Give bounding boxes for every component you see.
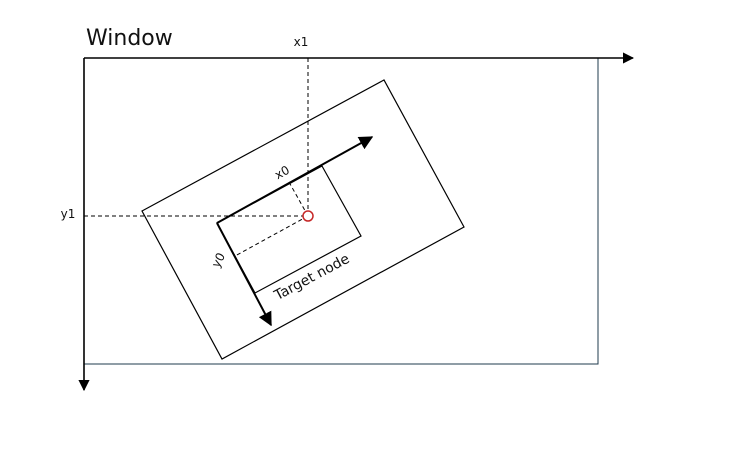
window-title: Window xyxy=(86,26,173,51)
node-x-label: x0 xyxy=(272,163,292,182)
target-point-marker xyxy=(302,210,314,222)
window-x-label: x1 xyxy=(294,35,309,49)
node-y-label: y0 xyxy=(209,250,228,270)
rotated-container xyxy=(141,79,465,360)
x0-projection-line xyxy=(288,181,309,217)
node-y-axis xyxy=(216,222,272,327)
target-node xyxy=(216,165,362,294)
y0-projection-line xyxy=(234,215,309,257)
window-y-label: y1 xyxy=(61,207,76,221)
node-x-axis xyxy=(216,136,374,224)
